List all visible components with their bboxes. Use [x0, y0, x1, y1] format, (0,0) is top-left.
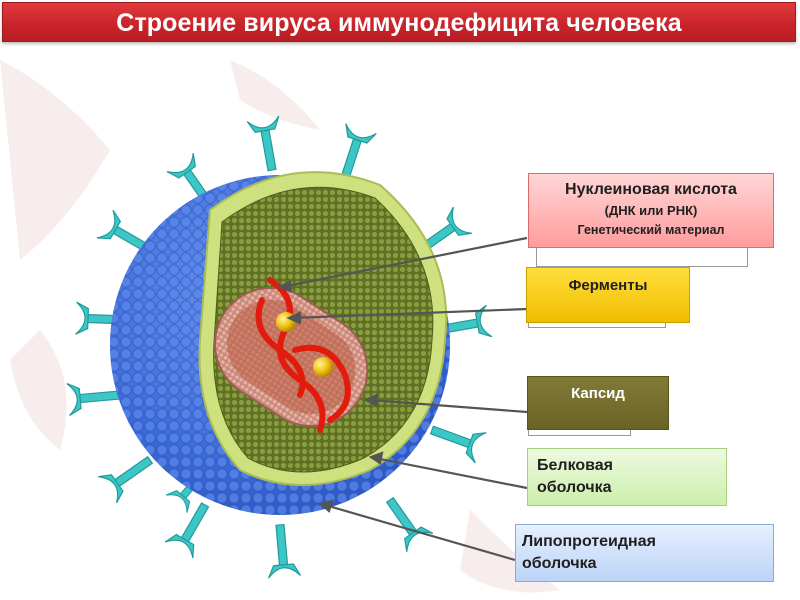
nucleic-acid-description: Генетический материал — [529, 223, 773, 237]
enzyme-ball — [313, 357, 333, 377]
lipoprotein-shell-label: Липопротеидная оболочка — [515, 524, 774, 582]
protein-shell-line2: оболочка — [537, 477, 726, 499]
protein-shell-line1: Белковая — [537, 455, 726, 477]
protein-shell-label: Белковая оболочка — [527, 448, 727, 506]
lipoprotein-shell-line2: оболочка — [522, 553, 773, 575]
enzymes-label: Ферменты — [526, 267, 690, 323]
nucleic-acid-title: Нуклеиновая кислота — [529, 181, 773, 199]
nucleic-acid-subtitle: (ДНК или РНК) — [529, 203, 773, 218]
nucleic-acid-label: Нуклеиновая кислота (ДНК или РНК) Генети… — [528, 173, 774, 248]
lipoprotein-shell-line1: Липопротеидная — [522, 531, 773, 553]
capsid-label: Капсид — [527, 376, 669, 430]
